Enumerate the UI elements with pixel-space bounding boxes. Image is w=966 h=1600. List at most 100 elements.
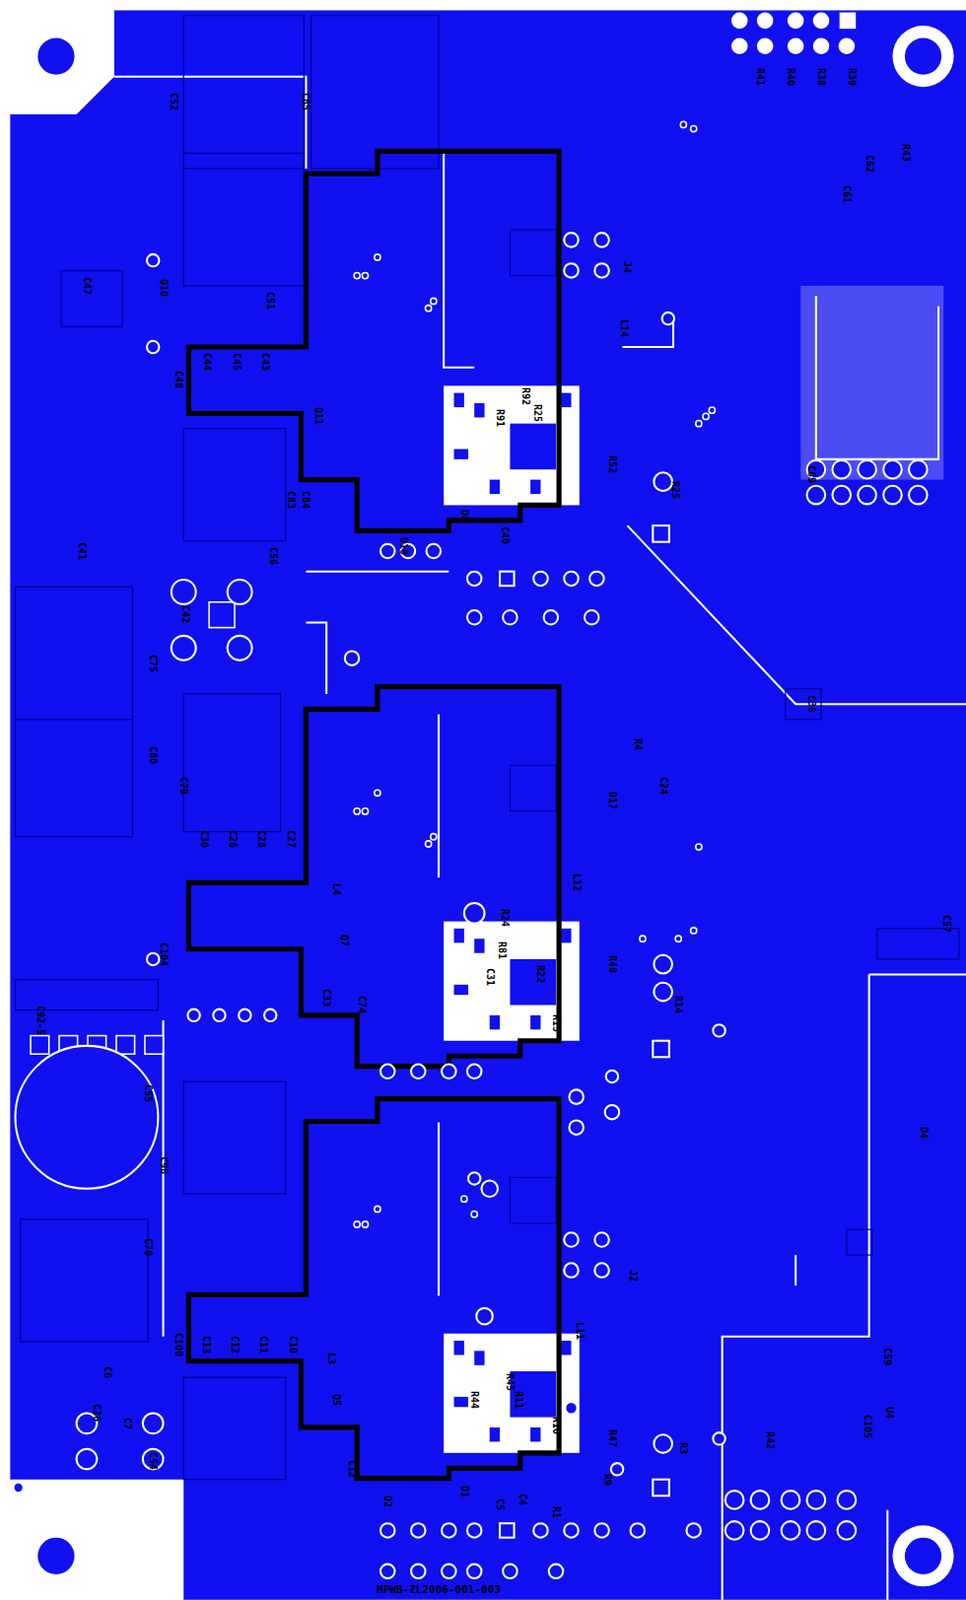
reference-designator: C89: [806, 465, 817, 483]
reference-designator: C28: [256, 829, 267, 848]
reference-designator: C45: [231, 352, 242, 371]
reference-designator: C61: [841, 185, 852, 204]
reference-designator: C40: [499, 526, 510, 545]
header-pins: [731, 12, 856, 55]
reference-designator: C54: [147, 1451, 158, 1470]
reference-designator: L4: [331, 883, 342, 896]
reference-designator: C26: [227, 829, 238, 848]
reference-designator: C38: [806, 694, 817, 713]
reference-designator: R43: [900, 143, 911, 162]
reference-designator: J4: [621, 261, 632, 274]
reference-designator: C84: [300, 490, 311, 509]
reference-designator: C4: [517, 1493, 528, 1506]
reference-designator: R45: [504, 1373, 515, 1391]
reference-designator: C79: [178, 776, 189, 795]
reference-designator: C98: [158, 1156, 169, 1174]
reference-designator: R42: [764, 1431, 775, 1449]
reference-designator: R10: [551, 1416, 561, 1435]
reference-designator: D17: [607, 791, 618, 810]
reference-designator: C59: [882, 1347, 893, 1366]
reference-designator: C48: [173, 370, 184, 389]
reference-designator: C74: [356, 995, 367, 1014]
board-id: MPWB-ZL2006-001-003: [373, 1583, 504, 1596]
reference-designator: C51: [265, 291, 276, 310]
reference-designator: C100: [173, 1332, 184, 1357]
reference-designator: R40: [785, 68, 796, 86]
reference-designator: C24: [658, 776, 669, 795]
reference-designator: Q5: [331, 1393, 342, 1406]
reference-designator: C7: [122, 1417, 133, 1430]
reference-designator: C70: [142, 1238, 153, 1256]
reference-designator: C55: [142, 1084, 153, 1103]
reference-designator: C26: [91, 1403, 102, 1422]
reference-designator: C42: [180, 605, 191, 623]
reference-designator: R41: [755, 68, 765, 86]
reference-designator: C105: [862, 1414, 873, 1439]
reference-designator: C52: [168, 92, 179, 111]
reference-designator: C13: [201, 1335, 211, 1354]
reference-designator: R9: [602, 1472, 613, 1485]
reference-designator: C43: [260, 352, 271, 371]
reference-designator: R1: [551, 1506, 561, 1518]
reference-designator: R92: [520, 386, 531, 405]
reference-designator: C83: [285, 490, 296, 509]
reference-designator: C44: [202, 352, 212, 371]
vias: [76, 232, 726, 1579]
reference-designator: C5: [494, 1498, 505, 1511]
reference-designator: Q7: [339, 934, 349, 947]
reference-designator: L3: [326, 1352, 337, 1365]
reference-designator: R24: [499, 908, 510, 927]
reference-designator: D2: [382, 1495, 393, 1508]
reference-designator: R38: [816, 68, 827, 86]
reference-designator: R3: [678, 1442, 689, 1454]
mounting-holes: [13, 25, 954, 1587]
reference-designator: C85: [300, 92, 311, 111]
power-stages: [188, 150, 579, 1478]
reference-designator: C75: [147, 654, 158, 673]
reference-designator: Q10: [158, 278, 169, 297]
reference-designator: Q11: [313, 407, 324, 425]
reference-designator: C6: [102, 1366, 113, 1379]
reference-designator: C10: [287, 1335, 298, 1354]
reference-designator: R39: [846, 68, 857, 86]
reference-designator: L11: [574, 1321, 585, 1340]
reference-designator: D8: [459, 509, 470, 522]
electrolytic-capacitor: [15, 1045, 159, 1189]
reference-designator: C62: [864, 154, 875, 173]
reference-designator: C11: [258, 1335, 269, 1354]
reference-designator: R48: [607, 955, 618, 973]
reference-designator: C33: [321, 988, 332, 1007]
reference-designator: R25: [670, 481, 681, 499]
reference-designator: R52: [607, 455, 618, 474]
reference-designator: L14: [619, 319, 629, 338]
reference-designator: C31: [484, 967, 495, 986]
reference-designator: R25: [532, 404, 543, 422]
smd-pads: [30, 602, 235, 1054]
reference-designator: C104: [158, 942, 169, 966]
reference-designator: C12: [346, 1459, 357, 1478]
reference-designator: R14: [673, 995, 684, 1014]
reference-designator: R11: [513, 1390, 524, 1409]
reference-designator: L12: [571, 873, 582, 892]
reference-designator: C30: [199, 829, 209, 848]
reference-designator: C12: [229, 1335, 240, 1354]
reference-designator: C47: [81, 276, 92, 295]
small-vias: [353, 121, 715, 1228]
reference-designator: J2: [627, 1269, 638, 1282]
reference-designator: D10: [398, 537, 409, 555]
reference-designator: C57: [941, 914, 952, 933]
reference-designator: D1: [459, 1485, 470, 1498]
isolation-lines: [114, 76, 966, 1600]
reference-designator: R22: [535, 965, 546, 983]
reference-designator: R4: [632, 738, 643, 751]
reference-designator: C80: [147, 746, 158, 764]
copper-pour: [9, 10, 966, 1600]
reference-designator: R91: [494, 409, 505, 427]
reference-designator: R15: [551, 1014, 561, 1033]
reference-designator: C41: [76, 542, 87, 560]
reference-designator: C92-5: [35, 1005, 46, 1035]
reference-designator: D4: [918, 1126, 929, 1139]
reference-designator: R44: [469, 1390, 480, 1409]
reference-designator: C27: [285, 829, 296, 848]
